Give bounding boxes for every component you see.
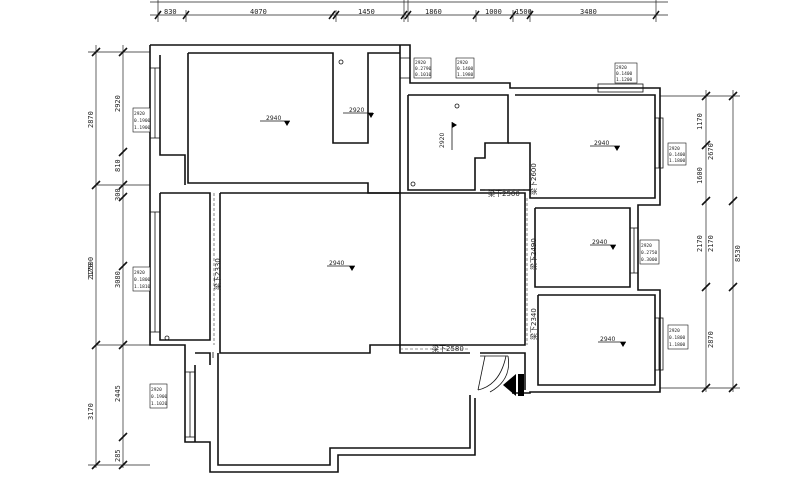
right-dim-3: 2170: [696, 235, 704, 252]
left-dim-1: 2920: [114, 95, 122, 112]
right-dimension-chain: 8530 1170 2670 1600 2170 2170 2870: [660, 90, 742, 393]
svg-text:0.2790: 0.2790: [415, 66, 432, 72]
beam-label-0: 梁下2500: [488, 189, 520, 198]
right-dim-0: 1170: [696, 113, 704, 130]
svg-text:0.1800: 0.1800: [669, 335, 686, 341]
left-dim-0: 2870: [87, 111, 95, 128]
window-tag-0: 2920 0.1900 1.1900: [132, 107, 151, 133]
window-tag-8: 2920 0.1800 1.1800: [667, 324, 689, 350]
svg-text:2920: 2920: [669, 146, 680, 152]
right-dim-5: 2870: [707, 331, 715, 348]
top-dim-0: 830: [164, 8, 177, 16]
beam-label-2: 梁下2580: [432, 344, 464, 353]
window-tag-1: 2920 0.1800 1.1810: [132, 266, 151, 292]
svg-text:2920: 2920: [151, 387, 162, 393]
interior-walls: [159, 52, 656, 466]
window-tag-5: 2920 0.1400 1.1200: [614, 62, 638, 84]
top-dimension-chain: 830 4070 1450 1860 1000 1500 3480: [150, 0, 668, 22]
window-tag-4: 2920 0.1400 1.1980: [455, 57, 475, 79]
room-height-5: 2940: [329, 260, 344, 267]
svg-text:2920: 2920: [641, 243, 652, 249]
svg-text:2920: 2920: [616, 65, 627, 71]
svg-text:1.1810: 1.1810: [134, 284, 151, 290]
svg-text:1.1020: 1.1020: [151, 401, 168, 407]
svg-text:0.1400: 0.1400: [616, 71, 633, 77]
window-tags: 2920 0.1900 1.1900 2920 0.1800 1.1810 29…: [132, 57, 689, 409]
left-dim-5: 3080: [114, 271, 122, 288]
room-height-4: 2940: [592, 239, 607, 246]
window-tag-2: 2920 0.1900 1.1020: [149, 383, 168, 409]
left-dim-6: 3170: [87, 403, 95, 420]
top-dim-5: 1500: [515, 8, 532, 16]
svg-text:0.2750: 0.2750: [641, 250, 658, 256]
room-height-3: 2940: [594, 140, 609, 147]
svg-text:0.3000: 0.3000: [641, 257, 658, 263]
svg-text:1.1800: 1.1800: [669, 342, 686, 348]
beam-label-1: 梁下2330: [213, 258, 222, 290]
room-height-1: 2920: [349, 107, 364, 114]
beam-label-5: 梁下2340: [529, 308, 538, 340]
svg-text:1.1900: 1.1900: [134, 125, 151, 131]
svg-text:1.1800: 1.1800: [669, 158, 686, 164]
beam-label-4: 梁下2490: [529, 238, 538, 270]
left-dim-7: 2445: [114, 385, 122, 402]
window-tag-7: 2920 0.2750 0.3000: [639, 239, 660, 265]
exterior-walls: [149, 44, 661, 473]
svg-text:1.1200: 1.1200: [616, 77, 633, 83]
svg-text:2920: 2920: [457, 60, 468, 66]
room-height-6: 2940: [600, 336, 615, 343]
svg-text:0.1900: 0.1900: [134, 118, 151, 124]
top-dim-6: 3480: [580, 8, 597, 16]
left-dim-8: 285: [114, 449, 122, 462]
svg-text:2920: 2920: [134, 270, 145, 276]
room-height-2: 2920: [439, 133, 446, 148]
svg-text:0.1010: 0.1010: [415, 72, 432, 78]
window-tag-3: 2920 0.2790 0.1010: [413, 57, 432, 79]
entrance-door: [477, 355, 509, 393]
beam-label-3: 梁下2600: [529, 163, 538, 195]
window-tag-6: 2920 0.1400 1.1800: [667, 142, 687, 166]
top-dim-1: 4070: [250, 8, 267, 16]
svg-text:0.1900: 0.1900: [151, 394, 168, 400]
svg-text:1.1980: 1.1980: [457, 72, 474, 78]
entrance-arrow-icon: [503, 374, 524, 396]
top-dim-3: 1860: [425, 8, 442, 16]
svg-text:2920: 2920: [415, 60, 426, 66]
left-dim-4: 2170: [87, 263, 95, 280]
right-dim-4: 2170: [707, 235, 715, 252]
svg-text:2920: 2920: [669, 328, 680, 334]
svg-text:0.1800: 0.1800: [134, 277, 151, 283]
left-dim-2: 810: [114, 159, 122, 172]
right-dim-2: 1600: [696, 167, 704, 184]
svg-text:2920: 2920: [134, 111, 145, 117]
room-height-marks: 2940 2920 2920 2940 2940 2940 2940: [260, 107, 626, 347]
svg-text:0.1400: 0.1400: [457, 66, 474, 72]
left-dimension-chain: 12500 2870 2920 810 300 2170 3080 3170 2…: [87, 45, 150, 470]
left-outer-dim: 12500: [87, 257, 95, 278]
beam-labels: 梁下2500 梁下2330 梁下2580 梁下2600 梁下2490 梁下234…: [213, 163, 538, 353]
svg-text:0.1400: 0.1400: [669, 152, 686, 158]
right-outer-dim: 8530: [734, 245, 742, 262]
room-height-0: 2940: [266, 115, 281, 122]
top-dim-4: 1000: [485, 8, 502, 16]
left-dim-3: 300: [114, 188, 122, 201]
top-dim-2: 1450: [358, 8, 375, 16]
windows: [149, 57, 664, 438]
right-dim-1: 2670: [707, 143, 715, 160]
fixture-marks: [164, 59, 460, 358]
